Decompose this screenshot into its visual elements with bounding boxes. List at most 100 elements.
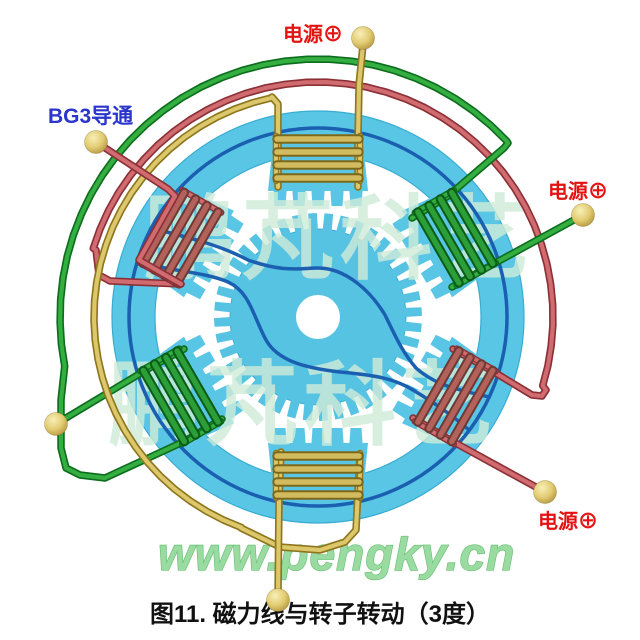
stator-pole-tooth xyxy=(190,351,216,373)
coil-green-8oclock-winding xyxy=(163,354,210,432)
terminal-balls xyxy=(44,26,595,612)
rotor-tooth xyxy=(397,275,417,291)
rotor-tooth xyxy=(219,343,239,359)
coil-green-2oclock-winding xyxy=(448,189,496,267)
rotor-tooth xyxy=(322,213,334,232)
coil-red-4oclock-winding xyxy=(415,348,462,425)
coil-red-10oclock-winding xyxy=(163,202,210,280)
watermark-site-url: www.pengky.cn xyxy=(158,528,515,580)
rotor-tooth xyxy=(402,291,421,304)
label-power-top: 电源⊕ xyxy=(283,23,343,46)
terminal-ball xyxy=(351,26,375,50)
rotor-tooth xyxy=(286,399,300,419)
rotor-tooth xyxy=(302,402,314,421)
stator-pole-tooth xyxy=(181,334,206,357)
flux-rotor-path-upper xyxy=(149,226,491,399)
rotor-tooth xyxy=(388,360,408,378)
rotor-tooth xyxy=(216,285,236,299)
rotor-tooth xyxy=(357,390,374,410)
coil-red-10oclock-winding xyxy=(151,196,199,273)
terminal-ball xyxy=(266,588,290,612)
label-bg3-on: BG3导通 xyxy=(48,105,133,128)
rotor-tooth xyxy=(262,224,279,244)
coil-green-8oclock-winding xyxy=(174,348,221,425)
stator-pole-tooth xyxy=(430,334,455,357)
stator-pole-tooth xyxy=(181,277,206,300)
magnetic-flux-lines xyxy=(127,126,509,508)
terminal-ball xyxy=(44,412,68,436)
flux-rotor-path-lower xyxy=(135,260,471,432)
rotor-tooth xyxy=(400,335,420,349)
stator-pole-tooth xyxy=(411,367,436,390)
coil-wiring xyxy=(52,41,587,601)
stator-pole-tooth xyxy=(411,244,436,267)
terminal-ball xyxy=(533,480,557,504)
wire-red-from-bg3 xyxy=(93,139,184,287)
terminal-ball xyxy=(571,203,595,227)
stator-pole-tooth xyxy=(420,261,446,283)
rotor-tooth xyxy=(372,236,391,256)
rotor-tooth xyxy=(228,256,248,274)
rotor-tooth xyxy=(318,403,328,421)
rotor-tooth xyxy=(249,233,267,253)
rotor-tooth xyxy=(221,270,241,286)
rotor-tooth xyxy=(391,261,411,278)
stator-pole-tooth xyxy=(349,428,363,449)
rotor-tooth xyxy=(336,215,350,235)
coil-red-4oclock-winding xyxy=(426,354,473,432)
rotor-tooth xyxy=(404,307,422,317)
rotor-tooth xyxy=(271,394,287,414)
rotor-tooth xyxy=(382,248,402,266)
stator-pole-tooth xyxy=(292,428,306,449)
stator-pole-tooth xyxy=(401,384,427,406)
stator-pole-tooth xyxy=(219,212,244,234)
wire-green-loop xyxy=(58,57,511,481)
label-power-right: 电源⊕ xyxy=(548,180,608,203)
stator-pole-tooth xyxy=(219,400,244,422)
coil-green-2oclock-winding xyxy=(415,209,462,286)
stator-pole-tooth xyxy=(200,367,225,390)
rotor-tooth xyxy=(225,356,245,373)
rotor-tooth xyxy=(308,213,318,231)
rotor-tooth xyxy=(257,387,275,407)
coil-green-8oclock-winding xyxy=(151,361,199,438)
stator-pole-tooth xyxy=(209,228,235,250)
rotor-tooth xyxy=(237,244,257,263)
stator-pole-tooth xyxy=(401,228,427,250)
flux-yoke-loop xyxy=(127,126,509,508)
rotor-tooth xyxy=(215,330,234,343)
coil-red-4oclock-winding xyxy=(437,361,485,438)
coil-red-10oclock-winding xyxy=(140,189,188,267)
terminal-ball xyxy=(84,130,108,154)
figure-caption: 图11. 磁力线与转子转动（3度） xyxy=(150,600,490,628)
rotor-tooth xyxy=(276,218,292,238)
wire-yellow-loop xyxy=(91,94,363,553)
stator-pole-tooth xyxy=(311,428,325,449)
rotor-tooth xyxy=(403,321,422,333)
stator-pole-tooth xyxy=(200,244,225,267)
rotor-tooth xyxy=(369,381,387,401)
rotor-tooth xyxy=(234,368,254,386)
rotor-tooth xyxy=(344,396,360,416)
shaft-hole xyxy=(296,295,340,339)
wire-red-loop xyxy=(91,80,555,399)
rotor-tooth xyxy=(214,317,232,327)
stator-pole-tooth xyxy=(209,384,235,406)
coil-red-10oclock-winding xyxy=(174,209,221,286)
rotor-tooth xyxy=(292,214,305,233)
stator-pole-tooth xyxy=(292,185,306,206)
rotor-tooth xyxy=(214,301,233,313)
rotor-tooth xyxy=(349,220,365,240)
rotor-tooth xyxy=(245,378,264,398)
coil-red-4oclock-winding xyxy=(448,367,496,445)
stator-pole-tooth xyxy=(420,351,446,373)
label-power-bottom: 电源⊕ xyxy=(538,510,598,533)
coil-green-2oclock-winding xyxy=(426,202,473,280)
stator-pole-tooth xyxy=(273,428,287,449)
labels-layer: BG3导通 电源⊕ 电源⊕ 电源⊕ xyxy=(48,23,608,533)
stator-yoke xyxy=(111,110,525,524)
motor-cross-section xyxy=(111,110,525,524)
stator-pole-tooth xyxy=(330,428,344,449)
